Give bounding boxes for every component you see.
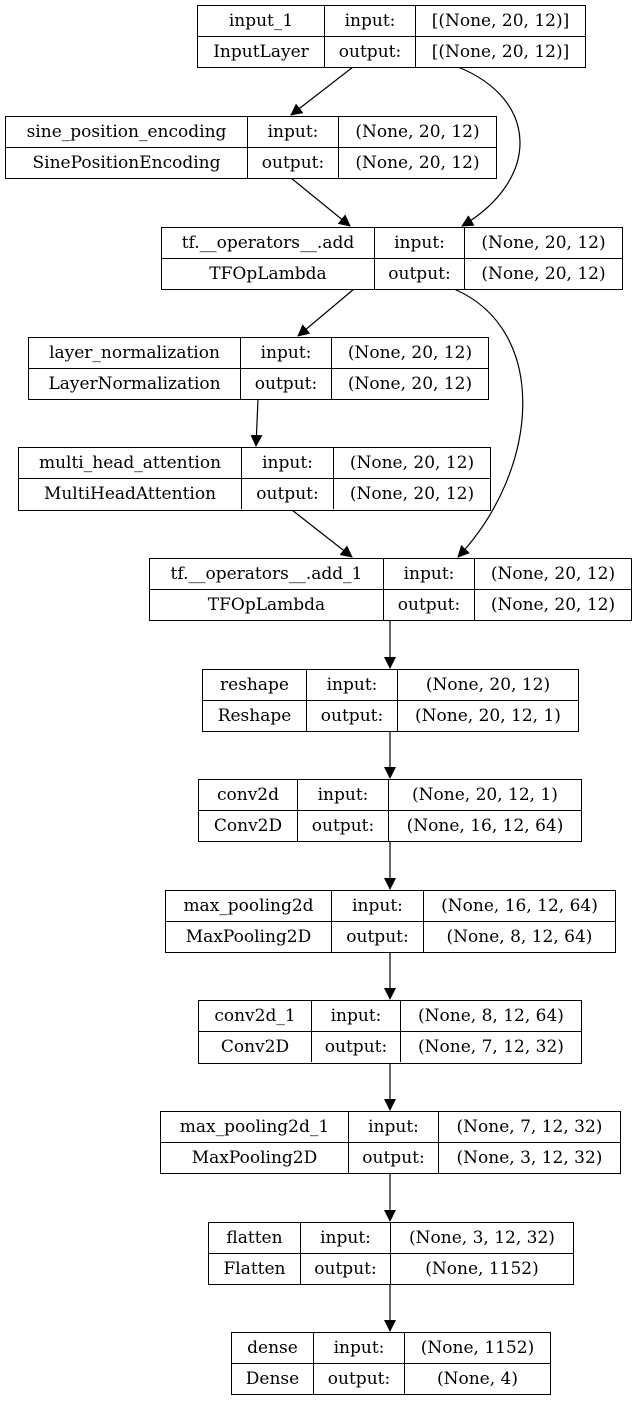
layer-type: MaxPooling2D: [191, 1147, 318, 1168]
input-shape: (None, 7, 12, 32): [438, 1112, 620, 1142]
input-label: input:: [300, 1223, 390, 1253]
layer-node-layer_normalization: layer_normalization input: (None, 20, 12…: [28, 337, 489, 400]
output-label: output:: [240, 369, 331, 399]
output-label: output:: [311, 1032, 400, 1062]
output-shape: (None, 4): [404, 1364, 550, 1394]
layer-name: conv2d: [216, 784, 279, 805]
layer-type: TFOpLambda: [209, 263, 327, 284]
layer-name: tf.__operators__.add: [181, 232, 355, 253]
output-label: output:: [297, 811, 388, 841]
output-shape: (None, 20, 12): [474, 590, 631, 620]
layer-name: max_pooling2d: [183, 895, 314, 916]
layer-type: MultiHeadAttention: [43, 483, 217, 504]
layer-node-tf-operators-add_1: tf.__operators__.add_1 input: (None, 20,…: [149, 558, 632, 621]
layer-type: SinePositionEncoding: [32, 152, 221, 173]
input-label: input:: [241, 448, 333, 478]
input-shape: (None, 20, 12): [464, 228, 622, 258]
layer-type: Conv2D: [213, 815, 283, 836]
input-shape: (None, 20, 12): [397, 670, 578, 700]
output-shape: (None, 8, 12, 64): [423, 922, 615, 952]
input-label: input:: [383, 559, 474, 589]
layer-node-multi_head_attention: multi_head_attention input: (None, 20, 1…: [18, 447, 491, 511]
edge-input_1-to-sine_position_encoding: [290, 66, 354, 116]
layer-name: multi_head_attention: [38, 452, 222, 473]
output-label: output:: [324, 37, 415, 67]
edge-add-to-layer_normalization: [297, 288, 355, 337]
layer-type: Dense: [245, 1368, 300, 1389]
output-label: output:: [306, 701, 397, 731]
layer-node-conv2d_1: conv2d_1 input: (None, 8, 12, 64) Conv2D…: [198, 1000, 582, 1064]
layer-node-input_1: input_1 input: [(None, 20, 12)] InputLay…: [197, 5, 586, 68]
output-shape: (None, 20, 12): [338, 148, 496, 178]
input-label: input:: [324, 6, 415, 36]
layer-name: input_1: [228, 10, 294, 31]
layer-name: conv2d_1: [214, 1005, 296, 1026]
layer-name: max_pooling2d_1: [179, 1116, 330, 1137]
input-shape: (None, 16, 12, 64): [423, 891, 615, 921]
output-label: output:: [383, 590, 474, 620]
output-label: output:: [300, 1254, 390, 1284]
input-shape: [(None, 20, 12)]: [415, 6, 585, 36]
output-shape: (None, 3, 12, 32): [438, 1143, 620, 1173]
layer-type: InputLayer: [213, 41, 309, 62]
layer-name: tf.__operators__.add_1: [170, 563, 363, 584]
input-label: input:: [306, 670, 397, 700]
input-label: input:: [348, 1112, 438, 1142]
input-label: input:: [374, 228, 464, 258]
layer-node-conv2d: conv2d input: (None, 20, 12, 1) Conv2D o…: [198, 779, 582, 842]
output-shape: (None, 20, 12, 1): [397, 701, 578, 731]
output-label: output:: [313, 1364, 404, 1394]
output-label: output:: [241, 479, 333, 509]
layer-name: sine_position_encoding: [26, 121, 227, 142]
input-shape: (None, 20, 12): [338, 117, 496, 147]
layer-node-max_pooling2d: max_pooling2d input: (None, 16, 12, 64) …: [165, 890, 616, 953]
layer-type: Reshape: [217, 705, 292, 726]
layer-type: Flatten: [223, 1258, 286, 1279]
edge-multi_head_attention-to-add_1: [291, 509, 353, 558]
edge-add-to-add_1: [453, 288, 524, 558]
input-label: input:: [240, 338, 331, 368]
output-shape: (None, 7, 12, 32): [400, 1032, 581, 1062]
layer-name: flatten: [226, 1227, 283, 1248]
layer-node-tf-operators-add: tf.__operators__.add input: (None, 20, 1…: [161, 227, 623, 290]
input-label: input:: [247, 117, 338, 147]
layer-node-max_pooling2d_1: max_pooling2d_1 input: (None, 7, 12, 32)…: [160, 1111, 621, 1174]
output-shape: (None, 20, 12): [464, 259, 622, 289]
output-label: output:: [331, 922, 423, 952]
input-shape: (None, 3, 12, 32): [390, 1223, 573, 1253]
input-shape: (None, 20, 12): [474, 559, 631, 589]
output-shape: (None, 20, 12): [331, 369, 488, 399]
input-shape: (None, 20, 12): [331, 338, 488, 368]
layer-type: MaxPooling2D: [185, 926, 312, 947]
layer-node-dense: dense input: (None, 1152) Dense output: …: [231, 1332, 551, 1395]
layer-node-reshape: reshape input: (None, 20, 12) Reshape ou…: [202, 669, 579, 732]
input-shape: (None, 20, 12): [333, 448, 490, 478]
input-shape: (None, 8, 12, 64): [400, 1001, 581, 1031]
edge-layer_normalization-to-multi_head_attention: [250, 398, 263, 447]
input-label: input:: [311, 1001, 400, 1031]
input-shape: (None, 1152): [404, 1333, 550, 1363]
input-label: input:: [331, 891, 423, 921]
output-shape: (None, 16, 12, 64): [388, 811, 581, 841]
edge-sine_position_encoding-to-add: [290, 177, 351, 227]
layer-name: layer_normalization: [49, 342, 220, 363]
layer-type: TFOpLambda: [207, 594, 326, 615]
layer-name: dense: [247, 1337, 298, 1358]
edge-input_1-to-add: [457, 66, 521, 227]
output-label: output:: [348, 1143, 438, 1173]
output-shape: (None, 20, 12): [333, 479, 490, 509]
output-label: output:: [374, 259, 464, 289]
layer-node-sine_position_encoding: sine_position_encoding input: (None, 20,…: [5, 116, 497, 179]
layer-name: reshape: [220, 674, 289, 695]
input-label: input:: [297, 780, 388, 810]
layer-type: Conv2D: [220, 1036, 290, 1057]
input-label: input:: [313, 1333, 404, 1363]
layer-type: LayerNormalization: [48, 373, 221, 394]
output-label: output:: [247, 148, 338, 178]
input-shape: (None, 20, 12, 1): [388, 780, 581, 810]
output-shape: (None, 1152): [390, 1254, 573, 1284]
output-shape: [(None, 20, 12)]: [415, 37, 585, 67]
layer-node-flatten: flatten input: (None, 3, 12, 32) Flatten…: [208, 1222, 574, 1285]
